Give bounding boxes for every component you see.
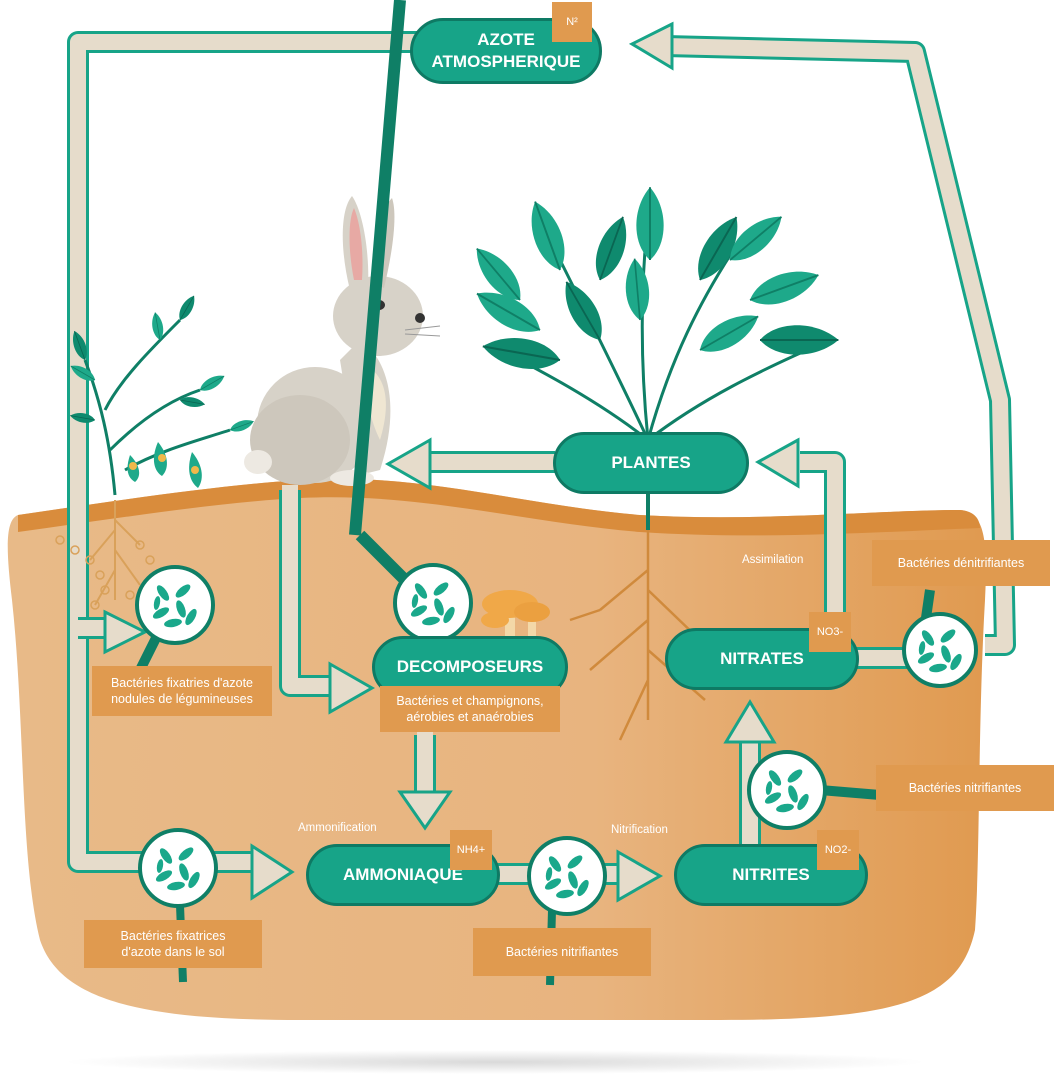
- ground-shadow: [65, 1050, 925, 1074]
- label-fixatrices-sol: Bactéries fixatrices d'azote dans le sol: [84, 920, 262, 968]
- node-azote-line1: AZOTE: [477, 30, 535, 49]
- arrow-head-ammoniaque: [250, 843, 295, 901]
- node-plantes: PLANTES: [553, 432, 749, 494]
- formula-no3: NO3-: [809, 612, 851, 652]
- plant-icon: [466, 186, 840, 741]
- formula-n2: N²: [552, 2, 592, 42]
- arrow-head-nodules: [103, 609, 149, 655]
- label-denitrifiantes: Bactéries dénitrifiantes: [872, 540, 1050, 586]
- legume-plant-icon: [55, 292, 256, 610]
- process-nitrification: Nitrification: [611, 824, 668, 836]
- arrow-head-atmosphere: [628, 21, 674, 71]
- label-nitrifiantes-right: Bactéries nitrifiantes: [876, 765, 1054, 811]
- label-decomposeurs: Bactéries et champignons, aérobies et an…: [380, 686, 560, 732]
- bacteria-magnifier-icon: [349, 0, 473, 643]
- node-nitrates: NITRATES: [665, 628, 859, 690]
- formula-nh4: NH4+: [450, 830, 492, 870]
- label-fixatrices-nodules: Bactéries fixatries d'azote nodules de l…: [92, 666, 272, 716]
- process-ammonification: Ammonification: [298, 822, 377, 834]
- process-assimilation: Assimilation: [742, 554, 804, 566]
- rabbit-icon: [244, 196, 441, 486]
- mushroom-icon: [481, 590, 550, 637]
- node-azote-line2: ATMOSPHERIQUE: [431, 52, 581, 71]
- bacteria-magnifier-icon: [747, 750, 881, 830]
- formula-no2: NO2-: [817, 830, 859, 870]
- soil-surface: [18, 478, 980, 536]
- label-nitrifiantes-bottom: Bactéries nitrifiantes: [473, 928, 651, 976]
- bacteria-magnifier-icon: [902, 589, 978, 688]
